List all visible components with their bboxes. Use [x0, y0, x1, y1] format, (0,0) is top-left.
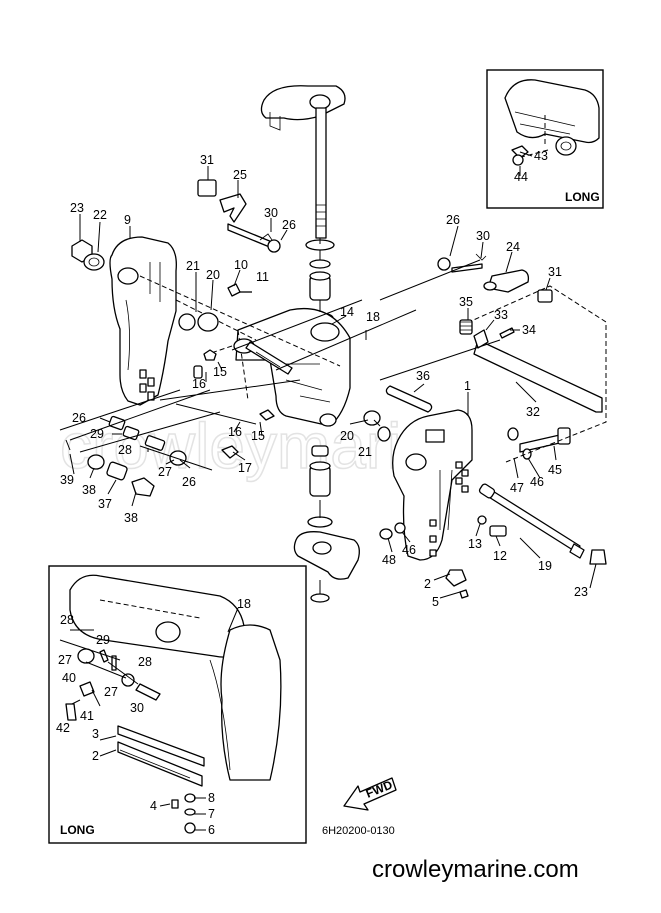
callout-5: 5: [432, 595, 439, 609]
through-tube: [478, 427, 585, 559]
inset-callout-29: 29: [96, 633, 110, 647]
inset-callout-8: 8: [208, 791, 215, 805]
callout-35: 35: [459, 295, 473, 309]
callout-10: 10: [234, 258, 248, 272]
callout-17: 17: [238, 461, 252, 475]
callout-29: 29: [90, 427, 104, 441]
callout-43: 43: [534, 149, 548, 163]
callout-2: 2: [424, 577, 431, 591]
callout-1: 1: [464, 379, 471, 393]
callout-44: 44: [514, 170, 528, 184]
inset-callout-28a: 28: [60, 613, 74, 627]
callout-26c: 26: [72, 411, 86, 425]
inset-top-right: 43 44 LONG: [486, 69, 604, 209]
callout-23b: 23: [574, 585, 588, 599]
callout-11: 11: [256, 270, 269, 284]
right-clamp-bracket: [392, 409, 473, 561]
inset-callout-27b: 27: [104, 685, 118, 699]
inset-callout-3: 3: [92, 727, 99, 741]
right-small-parts: [231, 253, 607, 599]
inset-callout-18: 18: [237, 597, 251, 611]
inset-callout-7: 7: [208, 807, 215, 821]
callout-21b: 21: [358, 445, 372, 459]
callout-19: 19: [538, 559, 552, 573]
inset-bottom-left-label: LONG: [60, 823, 95, 837]
left-small-parts: [59, 179, 391, 497]
drawing-code: 6H20200-0130: [322, 825, 395, 837]
inset-callout-6: 6: [208, 823, 215, 837]
callout-9: 9: [124, 213, 131, 227]
callout-32: 32: [526, 405, 540, 419]
leader-lines: [69, 166, 597, 831]
callout-31: 31: [200, 153, 214, 167]
callout-37: 37: [98, 497, 112, 511]
callout-26: 26: [282, 218, 296, 232]
inset-top-right-label: LONG: [565, 190, 600, 204]
callout-23: 23: [70, 201, 84, 215]
callout-36: 36: [416, 369, 430, 383]
callout-20: 20: [206, 268, 220, 282]
callout-48: 48: [382, 553, 396, 567]
callout-14: 14: [340, 305, 354, 319]
inset-callout-27a: 27: [58, 653, 72, 667]
inset-callout-2: 2: [92, 749, 99, 763]
callout-30: 30: [264, 206, 278, 220]
callout-26b: 26: [446, 213, 460, 227]
callout-22: 22: [93, 208, 107, 222]
inset-callout-4: 4: [150, 799, 157, 813]
callout-27: 27: [158, 465, 172, 479]
callouts: 31 25 30 26 23 22 9 21 20 10 11 14 18 15…: [56, 153, 588, 837]
fwd-arrow: FWD: [343, 777, 397, 811]
inset-callout-42: 42: [56, 721, 70, 735]
callout-15: 15: [213, 365, 227, 379]
callout-28: 28: [118, 443, 132, 457]
inset-callout-41: 41: [80, 709, 94, 723]
callout-12: 12: [493, 549, 507, 563]
inset-bottom-left: [48, 565, 307, 844]
callout-33: 33: [494, 308, 508, 322]
callout-13: 13: [468, 537, 482, 551]
callout-31b: 31: [548, 265, 562, 279]
tilt-pin-36: [385, 385, 433, 413]
callout-16b: 16: [228, 425, 242, 439]
inset-callout-40: 40: [62, 671, 76, 685]
callout-38: 38: [82, 483, 96, 497]
callout-25: 25: [233, 168, 247, 182]
callout-15b: 15: [251, 429, 265, 443]
inset-callout-28b: 28: [138, 655, 152, 669]
inset-callout-30: 30: [130, 701, 144, 715]
callout-26d: 26: [182, 475, 196, 489]
callout-38b: 38: [124, 511, 138, 525]
callout-34: 34: [522, 323, 536, 337]
callout-30b: 30: [476, 229, 490, 243]
footer-site: crowleymarine.com: [372, 856, 579, 883]
callout-16: 16: [192, 377, 206, 391]
callout-45: 45: [548, 463, 562, 477]
callout-39: 39: [60, 473, 74, 487]
callout-46b: 46: [402, 543, 416, 557]
tilt-rod: [459, 269, 607, 463]
callout-24: 24: [506, 240, 520, 254]
callout-46: 46: [530, 475, 544, 489]
callout-47: 47: [510, 481, 524, 495]
callout-18: 18: [366, 310, 380, 324]
callout-20b: 20: [340, 429, 354, 443]
callout-21: 21: [186, 259, 200, 273]
left-clamp-bracket: [109, 236, 341, 406]
